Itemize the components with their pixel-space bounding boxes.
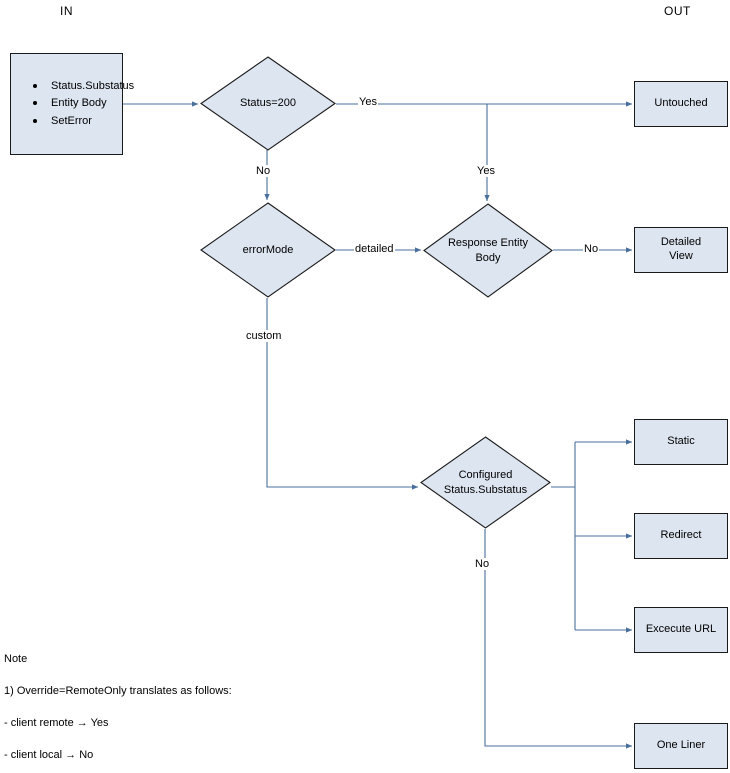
decision-status-200[interactable]: Status=200: [200, 56, 336, 151]
column-label-out: OUT: [664, 4, 691, 18]
decision-response-entity-body-label: Response Entity Body: [447, 237, 529, 264]
edge-label-status200-no: No: [255, 165, 272, 177]
output-untouched-label: Untouched: [654, 97, 708, 110]
input-item-entity-body: Entity Body: [33, 95, 134, 112]
decision-configured-status-substatus[interactable]: Configured Status.Substatus: [420, 436, 551, 529]
edge-configured-no-one-liner: [484, 529, 633, 749]
input-parameters-box[interactable]: Status.Substatus Entity Body SetError: [10, 53, 134, 155]
output-untouched[interactable]: Untouched: [634, 81, 728, 127]
output-detailed-view-label: Detailed View: [660, 236, 702, 262]
decision-error-mode-shape: [200, 202, 336, 298]
edge-label-reb-no: No: [583, 243, 600, 255]
output-one-liner[interactable]: One Liner: [634, 723, 728, 769]
edge-label-errormode-detailed: detailed: [354, 243, 395, 255]
input-parameters-list: Status.Substatus Entity Body SetError: [11, 78, 134, 129]
edge-errormode-custom-configured: [266, 298, 419, 490]
output-redirect-label: Redirect: [660, 529, 702, 542]
edge-label-configured-no: No: [474, 558, 491, 570]
decision-error-mode[interactable]: errorMode: [200, 202, 336, 298]
decision-status-200-label: Status=200: [240, 97, 296, 110]
decision-configured-status-substatus-shape: [420, 436, 551, 529]
output-static[interactable]: Static: [634, 419, 728, 465]
decision-configured-status-substatus-label: Configured Status.Substatus: [443, 469, 528, 496]
note-block: Note 1) Override=RemoteOnly translates a…: [4, 636, 304, 773]
edge-label-errormode-custom: custom: [245, 330, 283, 342]
column-label-in: IN: [60, 4, 73, 18]
note-line-1: 1) Override=RemoteOnly translates as fol…: [4, 684, 232, 697]
note-line-2: - client remote → Yes: [4, 716, 109, 729]
edge-label-status200-yes: Yes: [358, 96, 378, 108]
note-line-3: - client local → No: [4, 748, 94, 761]
note-heading: Note: [4, 652, 28, 665]
output-one-liner-label: One Liner: [656, 739, 706, 752]
decision-response-entity-body-shape: [423, 203, 553, 298]
output-detailed-view[interactable]: Detailed View: [634, 227, 728, 273]
output-static-label: Static: [667, 435, 695, 448]
output-excecute-url[interactable]: Excecute URL: [634, 607, 728, 653]
edge-label-reb-yes: Yes: [476, 165, 496, 177]
input-item-status-substatus: Status.Substatus: [33, 78, 134, 95]
output-excecute-url-label: Excecute URL: [645, 623, 717, 636]
decision-status-200-shape: [200, 56, 336, 151]
decision-response-entity-body[interactable]: Response Entity Body: [423, 203, 553, 298]
decision-error-mode-label: errorMode: [242, 243, 294, 256]
input-item-set-error: SetError: [33, 113, 134, 130]
output-redirect[interactable]: Redirect: [634, 513, 728, 559]
